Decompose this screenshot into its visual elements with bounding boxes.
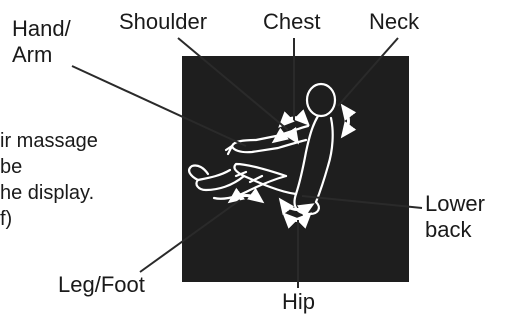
label-hand-arm-line1: Hand/ [12,16,71,42]
label-leg-foot: Leg/Foot [58,272,145,298]
label-chest: Chest [263,9,320,35]
label-hand-arm: Hand/ Arm [12,16,71,68]
label-hand-arm-line2: Arm [12,42,71,68]
label-lower-back-line1: Lower [425,191,485,217]
label-hip: Hip [282,289,315,315]
label-lower-back: Lower back [425,191,485,243]
label-neck: Neck [369,9,419,35]
label-shoulder: Shoulder [119,9,207,35]
dark-panel [182,56,409,282]
label-lower-back-line2: back [425,217,485,243]
